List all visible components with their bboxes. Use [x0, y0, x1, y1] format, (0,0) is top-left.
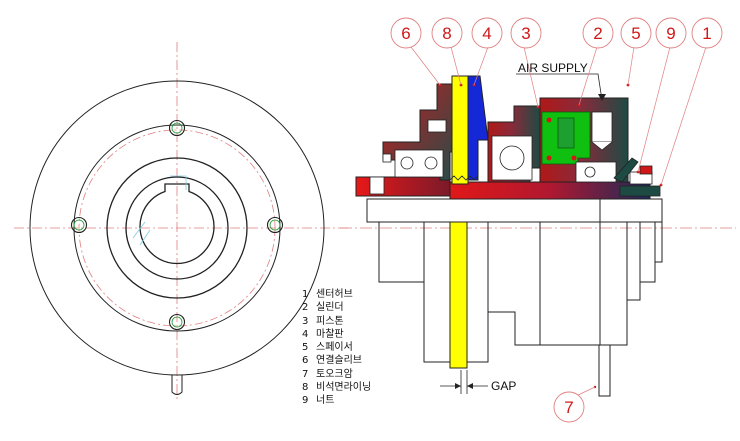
part-name: 스페이서 — [316, 342, 353, 354]
part-number: 8 — [302, 382, 309, 394]
part-number: 5 — [302, 342, 309, 354]
gap-label: GAP — [491, 379, 516, 393]
callout-6: 6 — [390, 17, 422, 49]
parts-list-item: 7 토오크암 — [302, 368, 371, 381]
part-number: 3 — [302, 315, 309, 327]
part-name: 실린더 — [316, 302, 344, 314]
parts-list-item: 5 스페이서 — [302, 341, 371, 354]
svg-text:3: 3 — [521, 24, 530, 43]
section-view — [340, 73, 736, 397]
callout-3: 3 — [510, 17, 542, 49]
part-number: 7 — [302, 368, 309, 380]
part-name: 마찰판 — [316, 328, 344, 340]
svg-text:5: 5 — [631, 24, 640, 43]
callout-4: 4 — [471, 17, 503, 49]
part-number: 6 — [302, 355, 309, 367]
callout-8: 8 — [431, 17, 463, 49]
svg-text:4: 4 — [482, 24, 491, 43]
front-view — [14, 42, 348, 400]
callout-leaders — [410, 46, 707, 397]
bolt-hole — [168, 313, 186, 331]
callout-9: 9 — [655, 17, 687, 49]
part-name: 피스톤 — [316, 315, 344, 327]
svg-text:6: 6 — [401, 24, 410, 43]
callout-1: 1 — [691, 17, 723, 49]
part-name: 토오크암 — [316, 368, 353, 380]
air-supply-label: AIR SUPPLY — [518, 61, 588, 75]
part-number: 2 — [302, 302, 309, 314]
parts-list-item: 9 너트 — [302, 394, 371, 407]
part-name: 비석면라이닝 — [316, 382, 372, 394]
part-name: 연결슬리브 — [316, 355, 362, 367]
svg-text:2: 2 — [593, 24, 602, 43]
bolt-hole — [168, 119, 186, 137]
parts-list-item: 6 연결슬리브 — [302, 354, 371, 367]
svg-text:9: 9 — [666, 24, 675, 43]
part-name: 센터허브 — [316, 289, 353, 300]
parts-list-item: 4 마찰판 — [302, 328, 371, 341]
bolt-hole — [266, 216, 284, 234]
bolt-hole — [70, 216, 88, 234]
part-name: 너트 — [316, 395, 335, 407]
callout-2: 2 — [582, 17, 614, 49]
svg-text:7: 7 — [564, 398, 573, 417]
part-number: 1 — [302, 289, 309, 300]
parts-list-item: 8 비석면라이닝 — [302, 381, 371, 394]
part-number: 4 — [302, 328, 309, 340]
svg-text:8: 8 — [442, 24, 451, 43]
parts-list-item: 1 센터허브 — [302, 288, 371, 301]
parts-list-item: 3 피스톤 — [302, 315, 371, 328]
callout-5: 5 — [620, 17, 652, 49]
svg-text:1: 1 — [702, 24, 711, 43]
callout-7: 7 — [553, 391, 585, 423]
part-number: 9 — [302, 395, 309, 407]
parts-list-item: 2 실린더 — [302, 301, 371, 314]
